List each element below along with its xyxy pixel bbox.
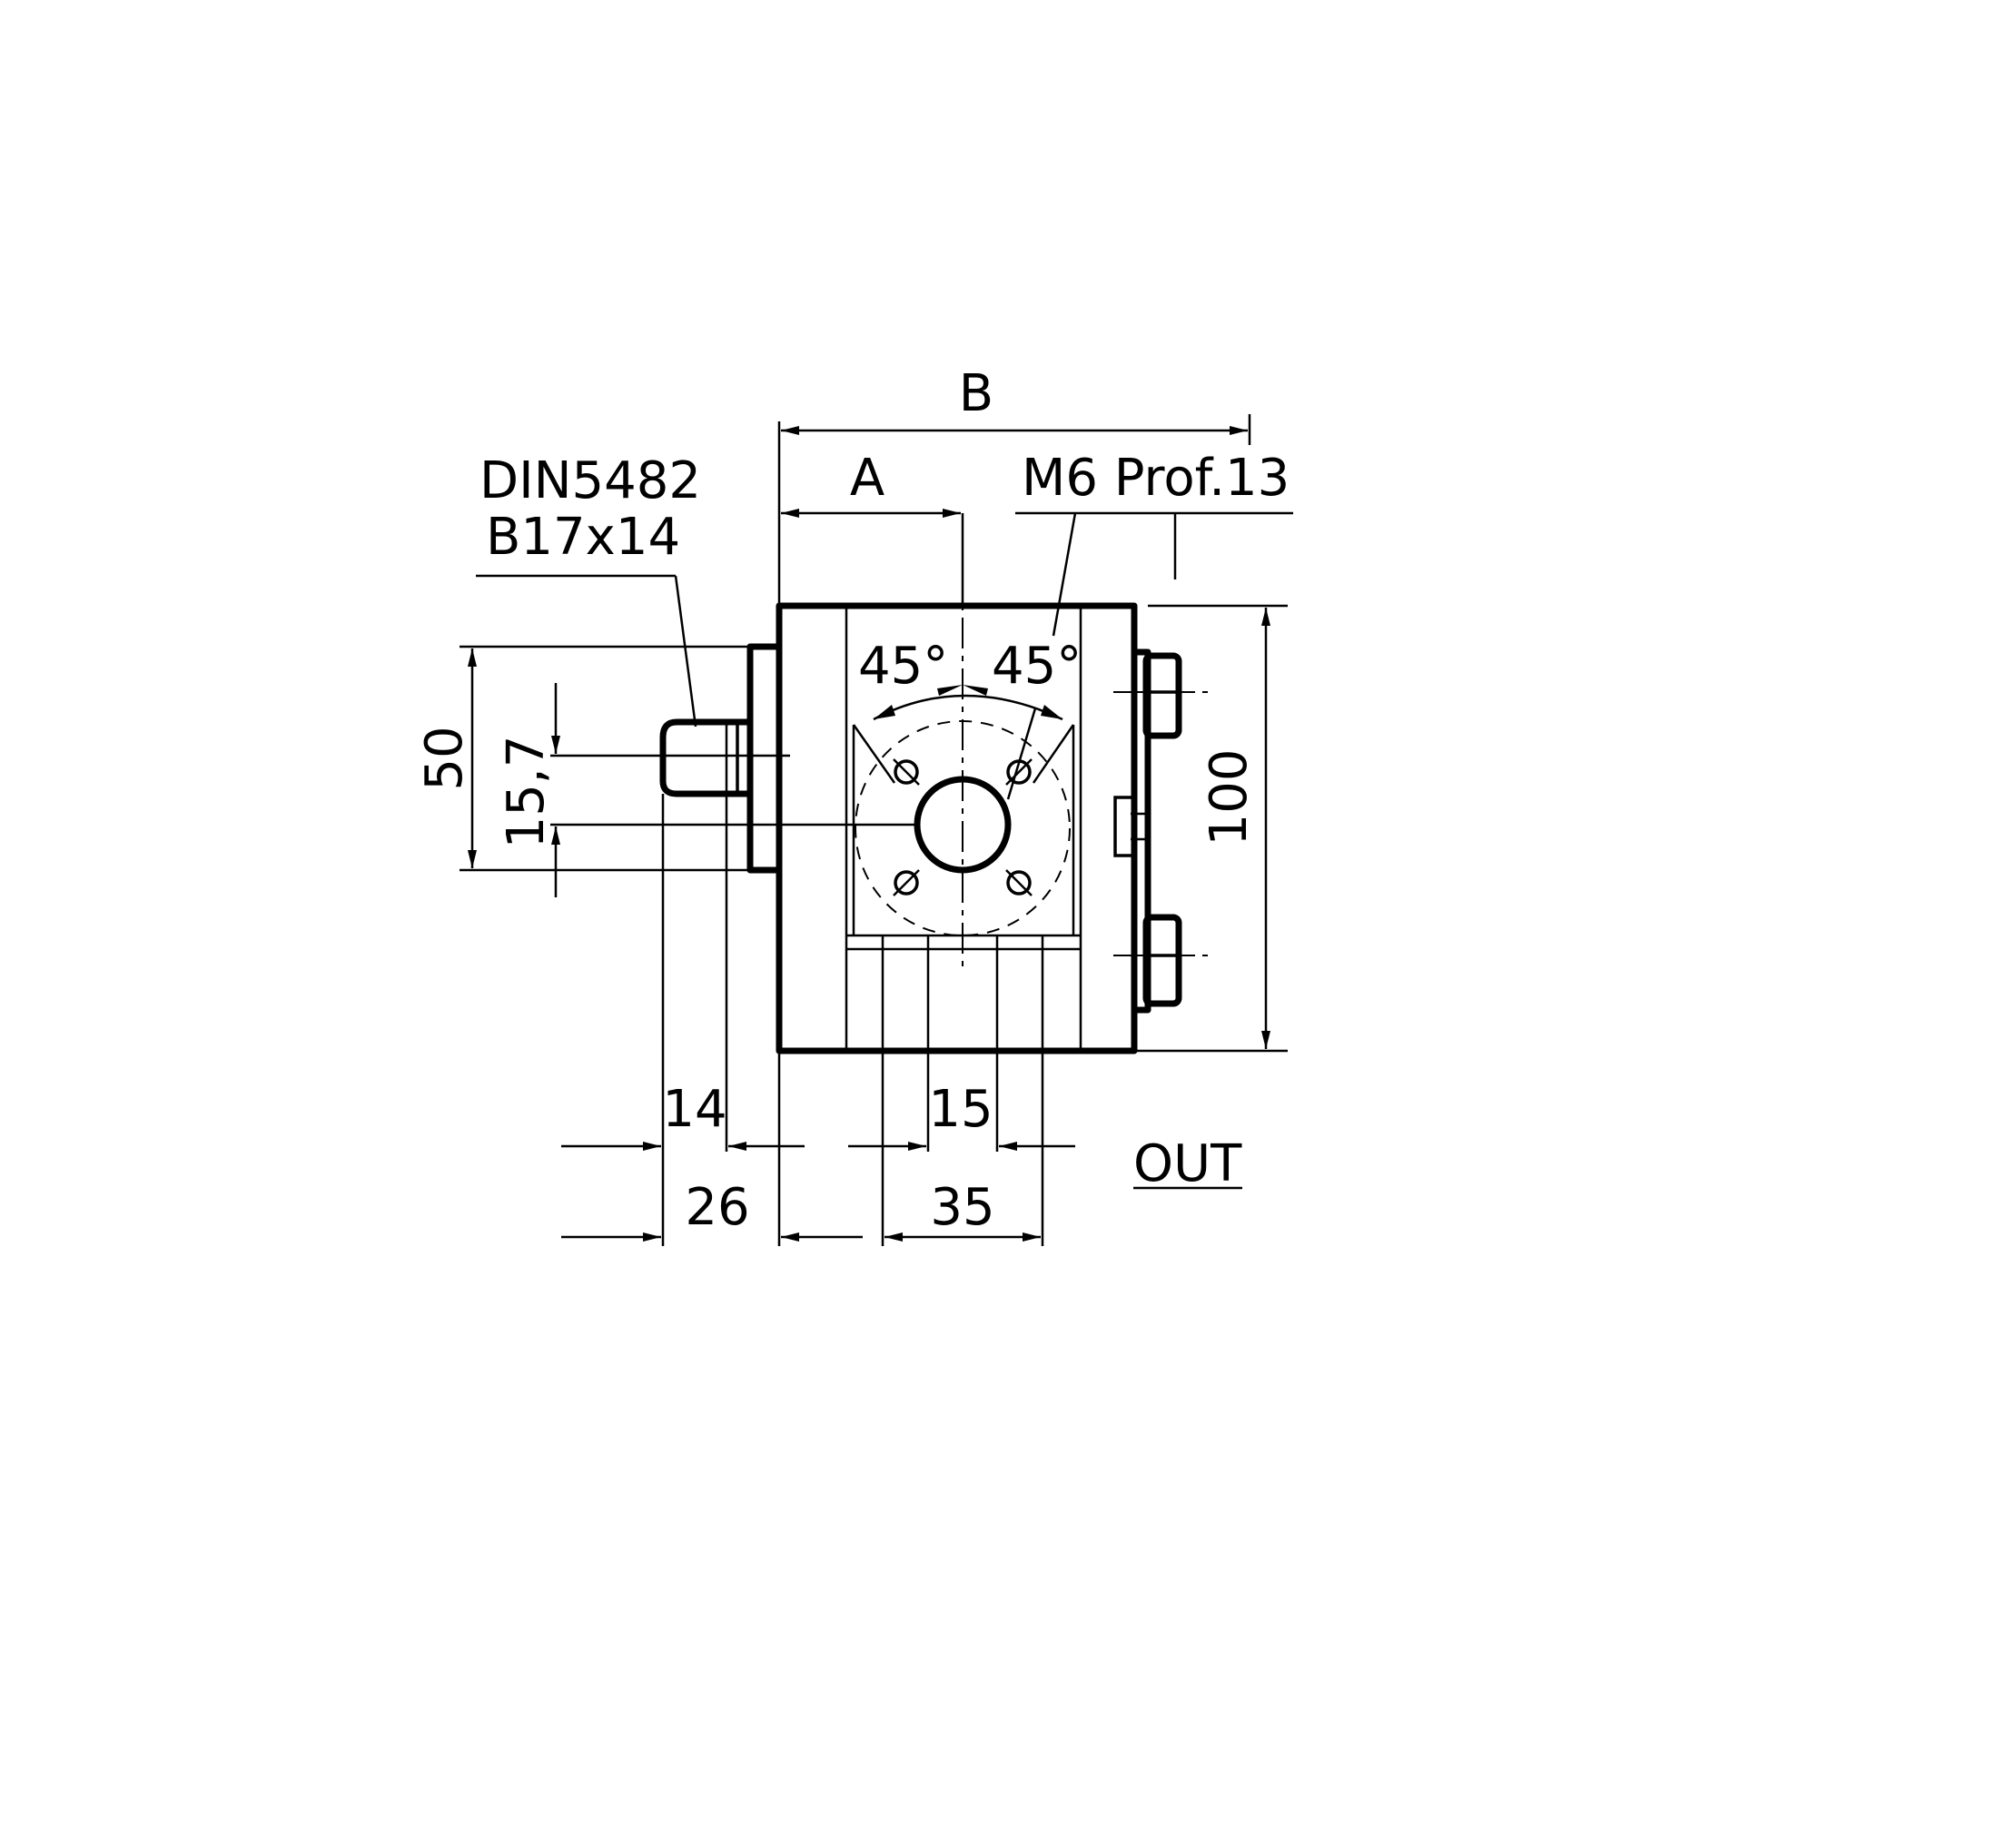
dim-15-label: 15 xyxy=(928,1080,993,1139)
mounting-flange xyxy=(746,643,779,874)
dim-A-label: A xyxy=(850,449,884,508)
dim-26-label: 26 xyxy=(685,1178,749,1237)
thread-callout: M6 Prof.13 xyxy=(1022,449,1290,508)
spline-callout: DIN5482 B17x14 xyxy=(476,451,701,727)
hole-bottom-left xyxy=(894,870,919,896)
spline-size-label: B17x14 xyxy=(486,508,680,567)
rear-cover xyxy=(1134,648,1151,1014)
dim-50-label: 50 xyxy=(415,726,474,790)
spline-standard-label: DIN5482 xyxy=(479,451,701,510)
dim-14-label: 14 xyxy=(662,1080,726,1139)
hole-bottom-right xyxy=(1006,870,1032,896)
port-out-label: OUT xyxy=(1133,1134,1242,1193)
lower-bolt-head xyxy=(1142,914,1182,1007)
bottom-dimensions: 14 15 26 35 xyxy=(561,794,1075,1246)
dim-15-7-label: 15,7 xyxy=(497,736,556,849)
drive-shaft xyxy=(659,718,750,797)
side-plug xyxy=(1113,796,1135,857)
dim-100-label: 100 xyxy=(1200,749,1259,846)
left-dimensions: 50 15,7 xyxy=(415,645,917,897)
angle-annotation: 45° 45° xyxy=(858,637,1082,800)
hole-top-left xyxy=(894,759,919,785)
dim-B-label: B xyxy=(959,364,993,423)
angle-left-label: 45° xyxy=(858,637,948,696)
top-dimensions: B A M6 Prof.13 xyxy=(777,364,1293,637)
right-dimensions: 100 xyxy=(1134,604,1288,1053)
upper-bolt-head xyxy=(1142,652,1182,739)
dim-35-label: 35 xyxy=(930,1178,994,1237)
angle-right-label: 45° xyxy=(992,637,1082,696)
pump-body xyxy=(627,516,1208,1054)
